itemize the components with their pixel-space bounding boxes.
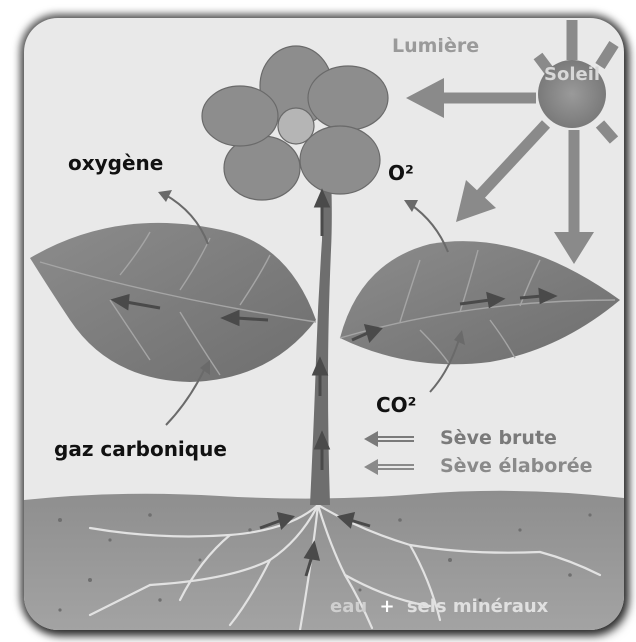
- sap-flow-arrows: [110, 188, 558, 577]
- label-oxygen: oxygène: [68, 151, 163, 175]
- left-leaf: [30, 222, 316, 382]
- photosynthesis-diagram: Lumière Soleil oxygène O² CO² gaz carbon…: [24, 20, 624, 630]
- label-elaborated-sap: Sève élaborée: [440, 455, 592, 477]
- label-o2: O²: [388, 161, 414, 185]
- left-leaf-veins: [39, 231, 317, 376]
- plant-stem: [310, 150, 332, 505]
- label-raw-sap: Sève brute: [440, 427, 557, 449]
- label-co2: CO²: [376, 393, 416, 417]
- label-sun: Soleil: [544, 64, 600, 85]
- label-minerals: sels minéraux: [407, 596, 549, 617]
- label-plus: +: [379, 596, 394, 617]
- legend-raw-sap-arrow: [364, 431, 414, 447]
- label-water: eau: [330, 596, 367, 617]
- label-light: Lumière: [392, 35, 479, 57]
- label-carbon-dioxide: gaz carbonique: [54, 437, 227, 461]
- gas-arrowheads: [158, 190, 465, 375]
- flower: [201, 45, 389, 201]
- sun-icon: [406, 20, 619, 264]
- soil: [24, 490, 624, 630]
- label-water-minerals: eau + sels minéraux: [330, 596, 549, 617]
- soil-speckles: [58, 513, 592, 612]
- legend-elaborated-sap-arrow: [364, 459, 414, 475]
- diagram-frame: Lumière Soleil oxygène O² CO² gaz carbon…: [24, 18, 624, 630]
